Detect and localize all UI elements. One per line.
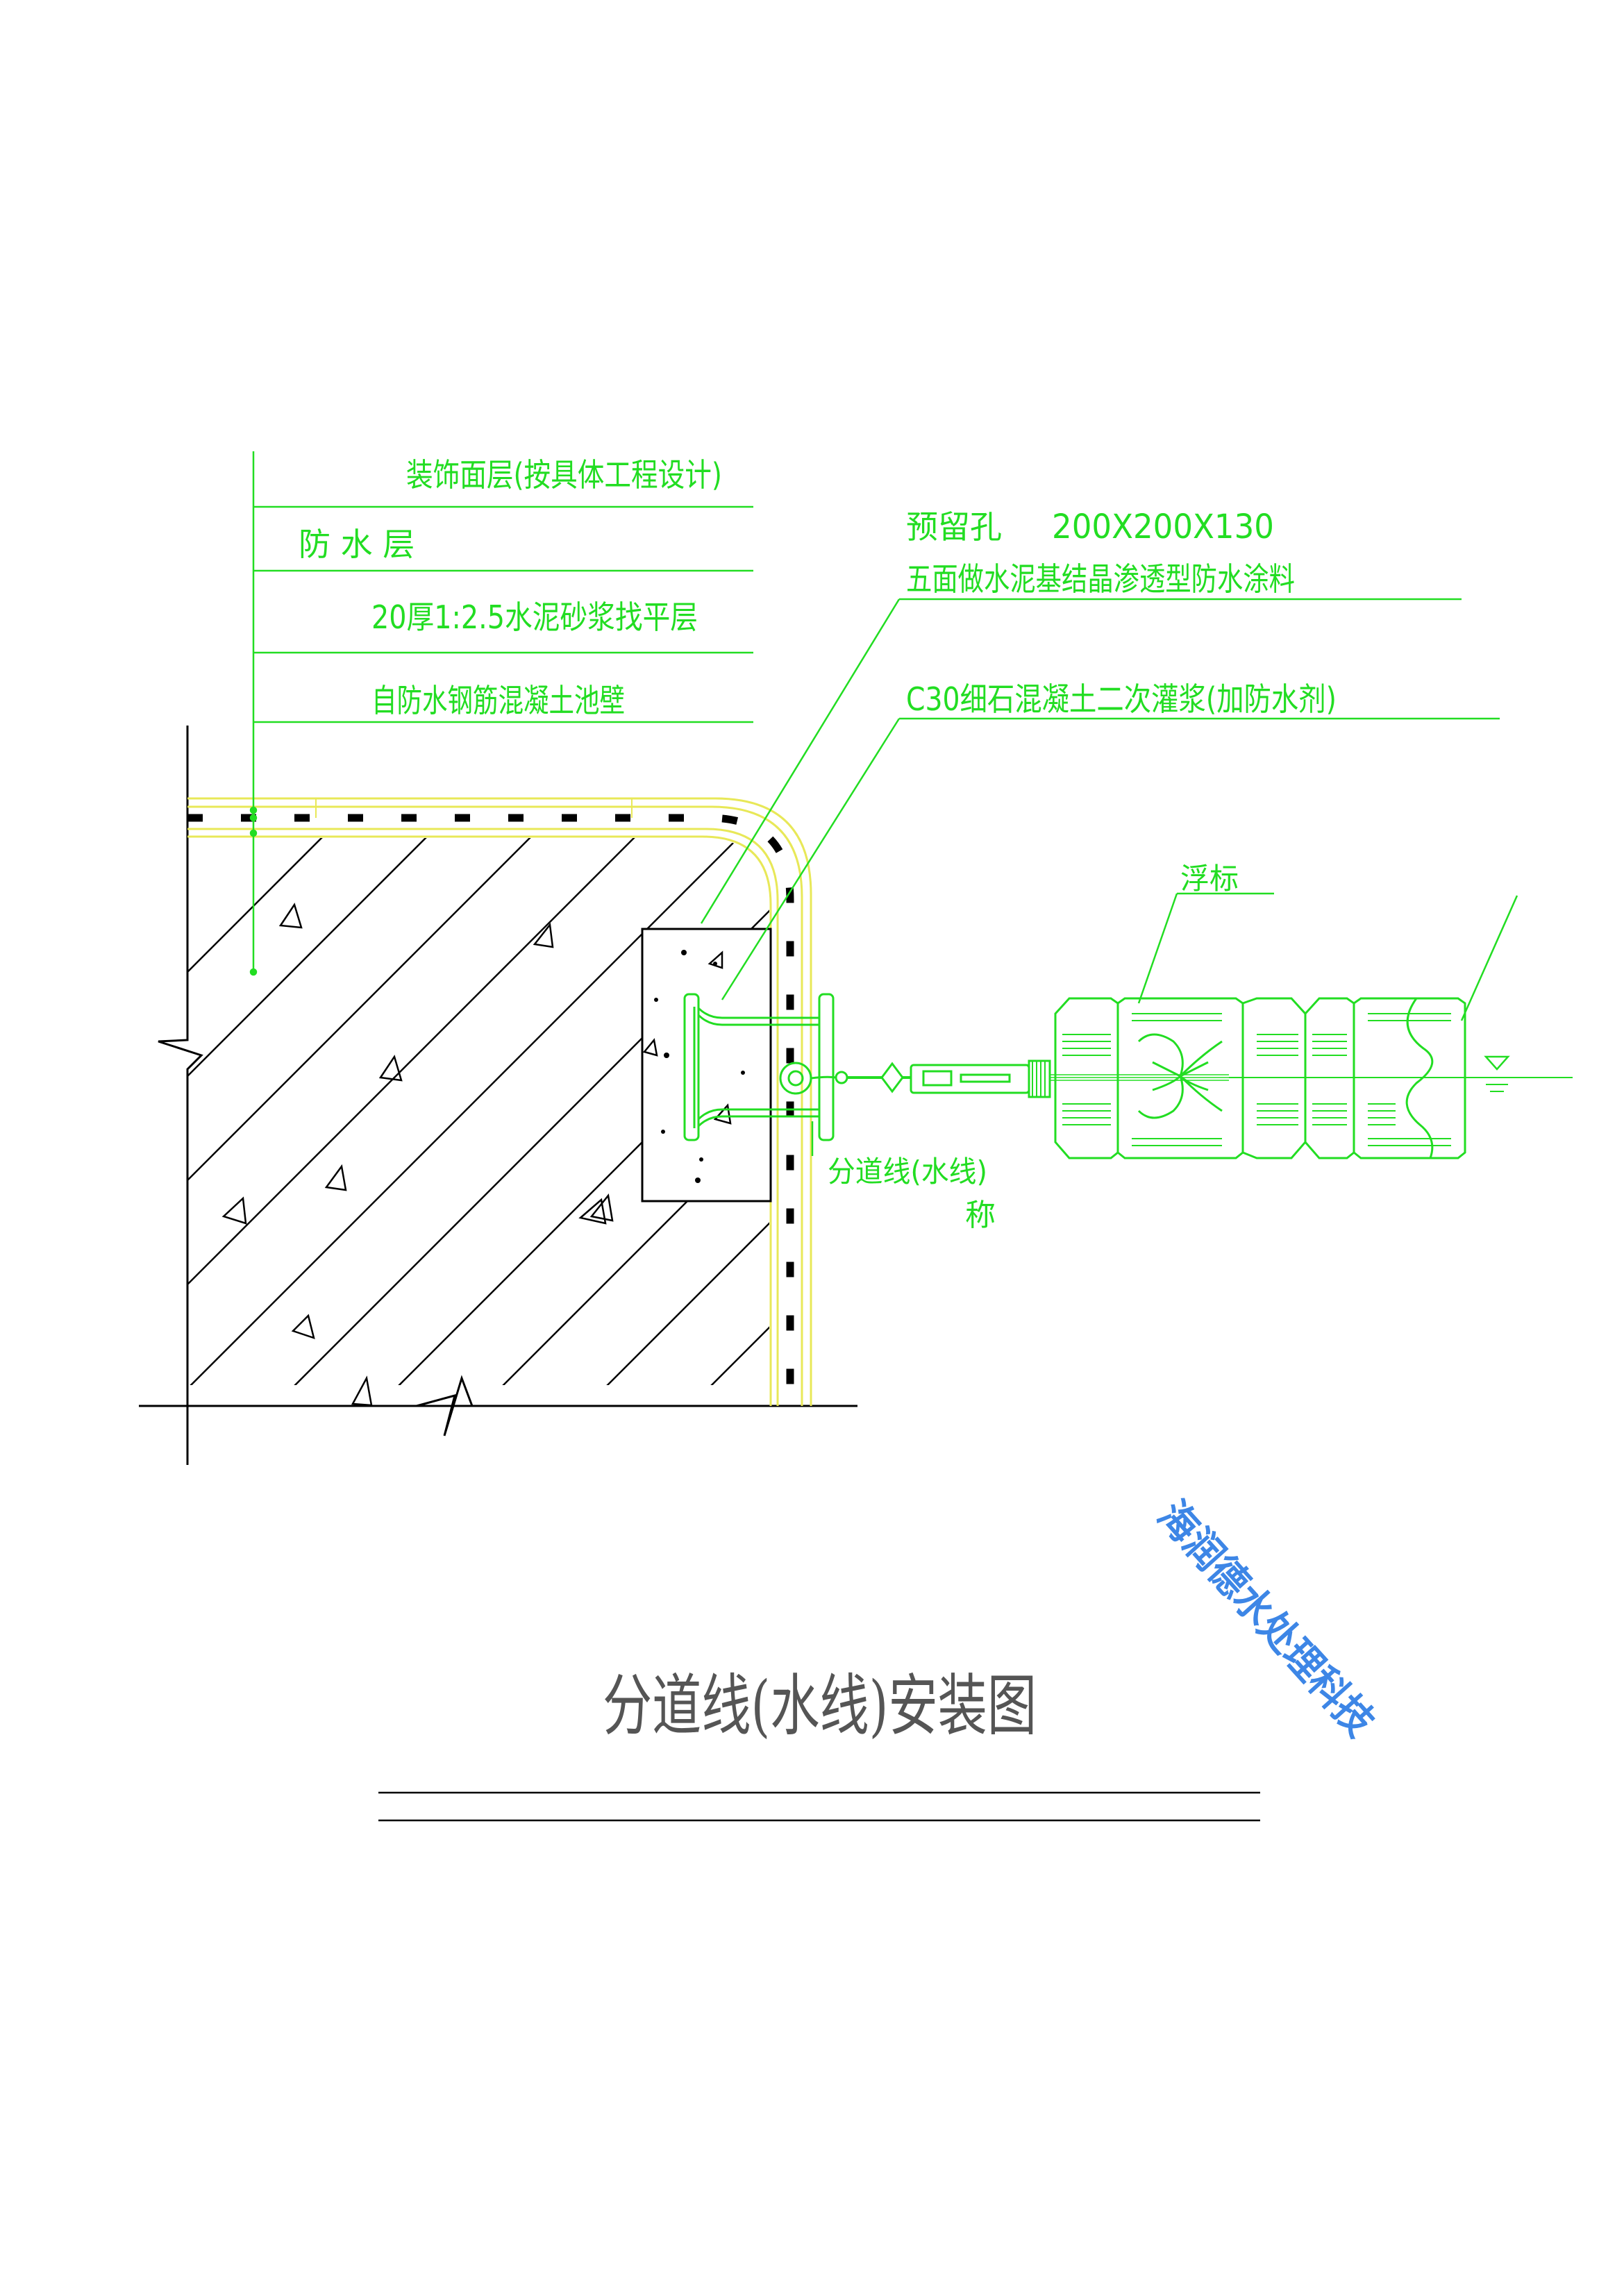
annotation-labels: 装饰面层(按具体工程设计) 防 水 层 20厚1:2.5水泥砂浆找平层 自防水钢… — [299, 456, 1337, 1233]
concrete-hatch — [187, 838, 769, 1385]
waterproof-layer — [187, 814, 794, 1406]
wall-outline — [139, 726, 857, 1465]
label-finish-layer: 装饰面层(按具体工程设计) — [406, 456, 722, 494]
mortar-layer-line-2 — [187, 835, 772, 1406]
leader-lines — [249, 451, 1518, 1156]
label-pool-wall: 自防水钢筋混凝土池壁 — [371, 682, 625, 719]
label-hole-coating: 五面做水泥基结晶渗透型防水涂料 — [906, 560, 1295, 598]
label-lane-line-char: 称 — [965, 1198, 996, 1233]
label-float: 浮标 — [1180, 862, 1239, 896]
lane-floats — [1054, 997, 1573, 1159]
label-mortar-layer: 20厚1:2.5水泥砂浆找平层 — [371, 598, 698, 636]
shackle — [835, 1071, 848, 1084]
lane-line-hardware — [779, 1059, 1229, 1098]
grout-triangles — [642, 950, 732, 1125]
pool-wall-section — [139, 726, 857, 1465]
grout-fill-outline — [641, 928, 772, 1203]
label-lane-line: 分道线(水线) — [828, 1155, 987, 1189]
mortar-layer-line — [187, 828, 779, 1406]
watermark: 海润德水处理科技 — [1149, 1492, 1384, 1745]
label-reserved-hole: 预留孔 — [906, 508, 1002, 546]
float-disc-1 — [1054, 997, 1307, 1159]
water-level-symbol — [1484, 1055, 1510, 1071]
reserved-hole — [641, 928, 835, 1203]
drawing-title: 分道线(水线)安装图 — [603, 1667, 1037, 1745]
grout-specks — [654, 950, 745, 1183]
finish-layer-line-2 — [187, 805, 803, 1406]
anchor-sleeve — [683, 993, 835, 1141]
finish-layer-line — [187, 797, 812, 1406]
wall-layers — [187, 797, 812, 1406]
label-grout: C30细石混凝土二次灌浆(加防水剂) — [906, 680, 1337, 718]
aggregate-marks — [221, 903, 614, 1407]
tension-barrel — [910, 1064, 1030, 1094]
break-line — [1405, 998, 1434, 1159]
turnbuckle — [880, 1062, 904, 1093]
label-waterproof-layer: 防 水 层 — [299, 526, 415, 563]
float-fin — [1137, 1033, 1223, 1078]
hook-eye — [779, 1062, 812, 1095]
label-reserved-hole-size: 200X200X130 — [1052, 508, 1274, 546]
